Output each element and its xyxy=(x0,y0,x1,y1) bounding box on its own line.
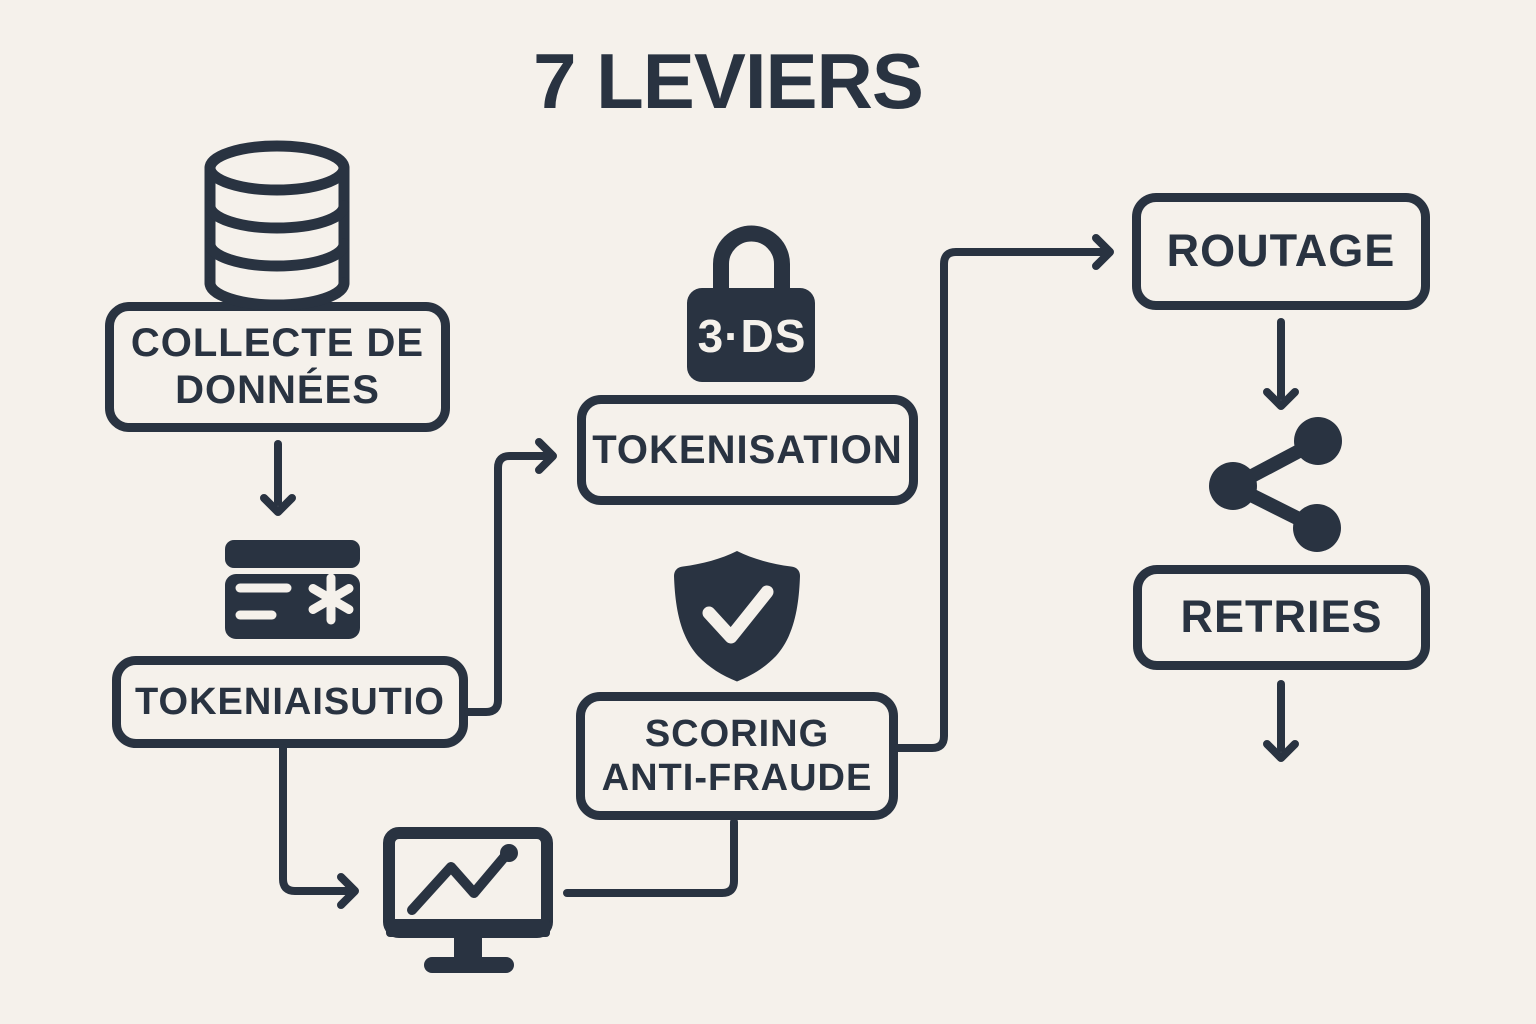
lock-3ds-label: 3·DS xyxy=(698,310,807,362)
node-tokenisation: TOKENISATION xyxy=(577,395,918,505)
lock-3ds-icon: 3·DS xyxy=(687,225,815,382)
node-scoring-anti-fraude: SCORING ANTI-FRAUDE xyxy=(576,692,898,820)
node-tokeniaisutio-label: TOKENIAISUTIO xyxy=(135,680,445,723)
database-icon xyxy=(204,140,350,311)
node-routage: ROUTAGE xyxy=(1132,193,1430,310)
arrow-tokeniaisutio-to-monitor xyxy=(279,744,359,909)
credit-card-icon xyxy=(225,540,360,639)
node-routage-label: ROUTAGE xyxy=(1166,225,1396,277)
diagram-title: 7 LEVIERS xyxy=(533,37,924,125)
node-collecte-label: COLLECTE DE DONNÉES xyxy=(130,321,425,412)
connector-monitor-to-scoring xyxy=(563,818,738,897)
arrow-collecte-to-card xyxy=(260,440,296,516)
share-icon xyxy=(1209,417,1342,552)
shield-check-icon xyxy=(674,551,800,682)
node-scoring-label: SCORING ANTI-FRAUDE xyxy=(601,712,873,799)
arrow-scoring-to-routage xyxy=(894,234,1114,752)
node-tokeniaisutio: TOKENIAISUTIO xyxy=(112,656,468,748)
arrow-tokeniaisutio-to-tokenisation xyxy=(464,438,557,716)
arrow-routage-to-share xyxy=(1263,318,1299,410)
node-tokenisation-label: TOKENISATION xyxy=(592,427,903,472)
node-retries-label: RETRIES xyxy=(1180,591,1383,643)
arrow-retries-down xyxy=(1263,680,1299,762)
node-retries: RETRIES xyxy=(1133,565,1430,670)
monitor-chart-icon xyxy=(383,827,553,973)
